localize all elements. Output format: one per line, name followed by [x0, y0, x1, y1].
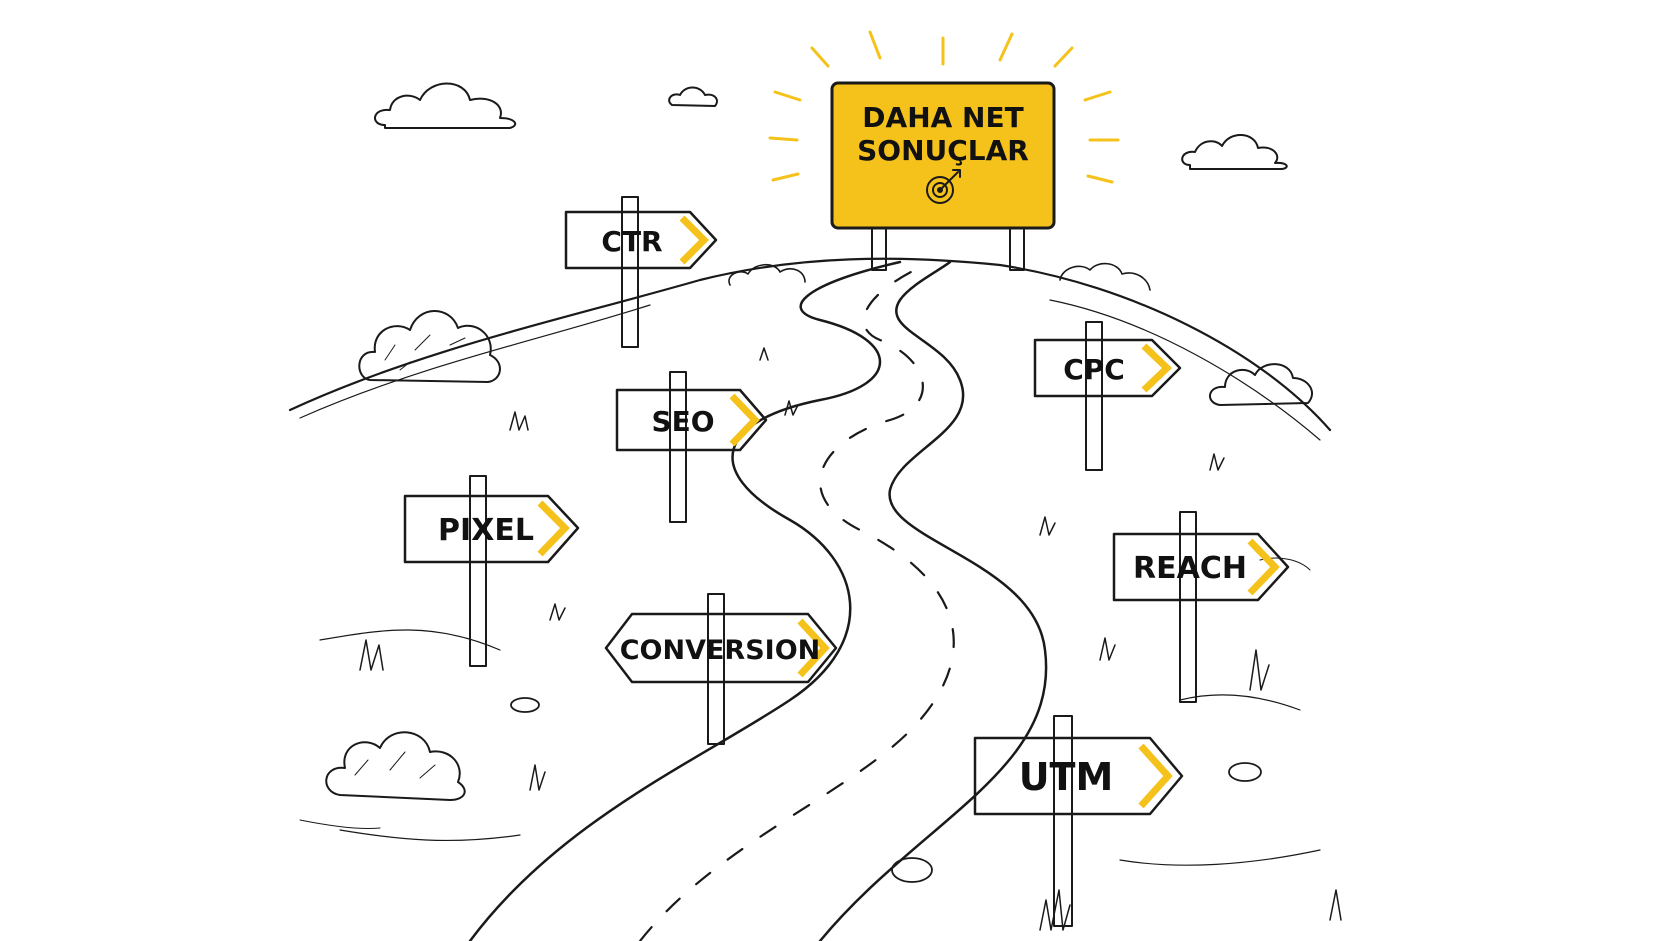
signpost-label-pixel: PIXEL: [438, 513, 534, 548]
bush-right-icon: [1209, 363, 1313, 406]
cloud-left-icon: [374, 82, 517, 129]
signpost-label-reach: REACH: [1133, 551, 1247, 586]
signpost-label-ctr: CTR: [601, 225, 662, 258]
goal-sign-line2: SONUÇLAR: [857, 134, 1029, 167]
signpost-seo: SEO: [615, 371, 768, 523]
signpost-ctr: CTR: [564, 196, 718, 348]
signpost-label-cpc: CPC: [1063, 353, 1125, 386]
cloud-right-icon: [1181, 134, 1288, 170]
signpost-label-conversion: CONVERSION: [620, 635, 821, 666]
goal-sign-line1: DAHA NET: [862, 101, 1023, 134]
winding-road: [468, 260, 1048, 941]
sun-rays: [768, 30, 1120, 184]
cloud-small-icon: [668, 86, 718, 107]
goal-sign: DAHA NET SONUÇLAR: [768, 30, 1120, 271]
signpost-cpc: CPC: [1033, 321, 1182, 471]
signpost-reach: REACH: [1112, 511, 1290, 703]
rock-icons: [510, 697, 1262, 883]
bush-lower-left-icon: [325, 731, 466, 801]
bush-top-icon: [728, 262, 1151, 291]
signpost-label-utm: UTM: [1019, 755, 1114, 799]
signpost-conversion: CONVERSION: [604, 593, 838, 745]
signpost-label-seo: SEO: [651, 405, 714, 438]
signpost-pixel: PIXEL: [403, 475, 580, 667]
bush-upper-left-icon: [358, 310, 501, 383]
signpost-utm: UTM: [973, 715, 1184, 927]
target-bullseye-icon: [926, 169, 961, 204]
grass-tufts: [359, 347, 1342, 931]
